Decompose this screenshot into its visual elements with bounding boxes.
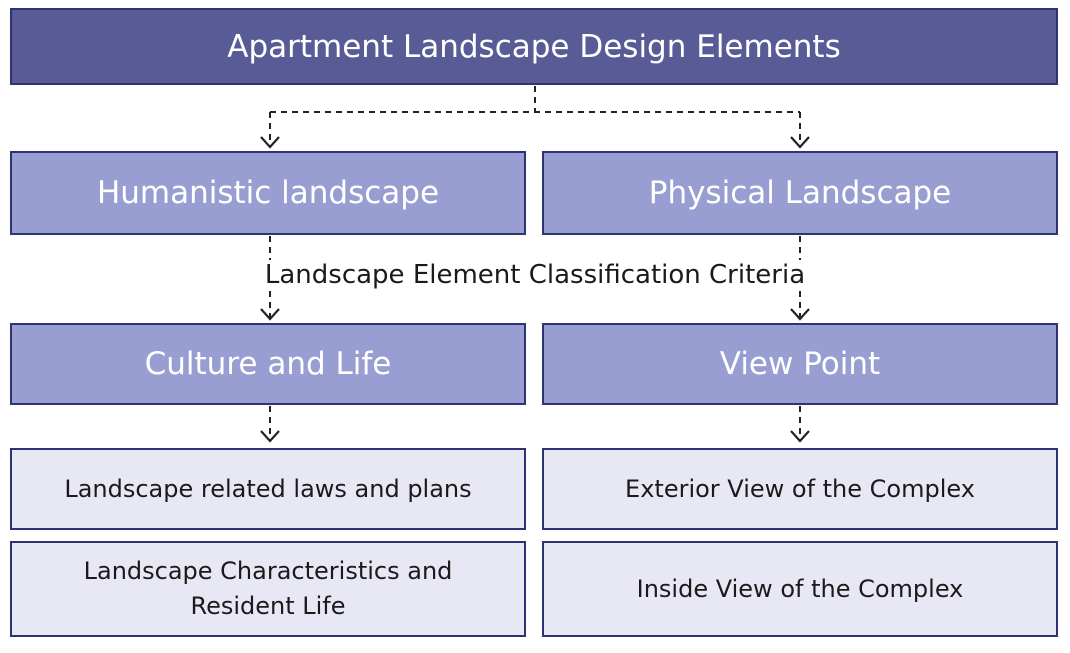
diagram-title: Apartment Landscape Design Elements <box>227 28 841 65</box>
category-box-physical: Physical Landscape <box>542 151 1058 235</box>
arrowhead-physical <box>790 136 810 149</box>
subcategory-label-viewpoint: View Point <box>719 346 881 382</box>
category-label-physical: Physical Landscape <box>648 175 952 211</box>
category-label-humanistic: Humanistic landscape <box>96 175 440 211</box>
arrowhead-viewpoint-leaf <box>790 430 810 443</box>
arrowhead-culture-leaf <box>260 430 280 443</box>
subcategory-box-viewpoint: View Point <box>542 323 1058 405</box>
diagram-title-box: Apartment Landscape Design Elements <box>10 8 1058 85</box>
leaf-label-inside-view: Inside View of the Complex <box>636 574 964 603</box>
leaf-label-exterior-view: Exterior View of the Complex <box>625 474 975 503</box>
arrowhead-humanistic <box>260 136 280 149</box>
leaf-box-characteristics-life: Landscape Characteristics and Resident L… <box>10 541 526 637</box>
classification-criteria-label: Landscape Element Classification Criteri… <box>262 260 808 290</box>
classification-criteria-label-row: Landscape Element Classification Criteri… <box>0 255 1070 295</box>
subcategory-box-culture: Culture and Life <box>10 323 526 405</box>
leaf-box-exterior-view: Exterior View of the Complex <box>542 448 1058 530</box>
leaf-box-inside-view: Inside View of the Complex <box>542 541 1058 637</box>
arrowhead-viewpoint <box>790 308 810 321</box>
arrowhead-culture <box>260 308 280 321</box>
leaf-label-characteristics-life: Landscape Characteristics and Resident L… <box>83 557 453 620</box>
leaf-box-laws-plans: Landscape related laws and plans <box>10 448 526 530</box>
category-box-humanistic: Humanistic landscape <box>10 151 526 235</box>
subcategory-label-culture: Culture and Life <box>144 346 392 382</box>
leaf-label-laws-plans: Landscape related laws and plans <box>64 474 472 503</box>
